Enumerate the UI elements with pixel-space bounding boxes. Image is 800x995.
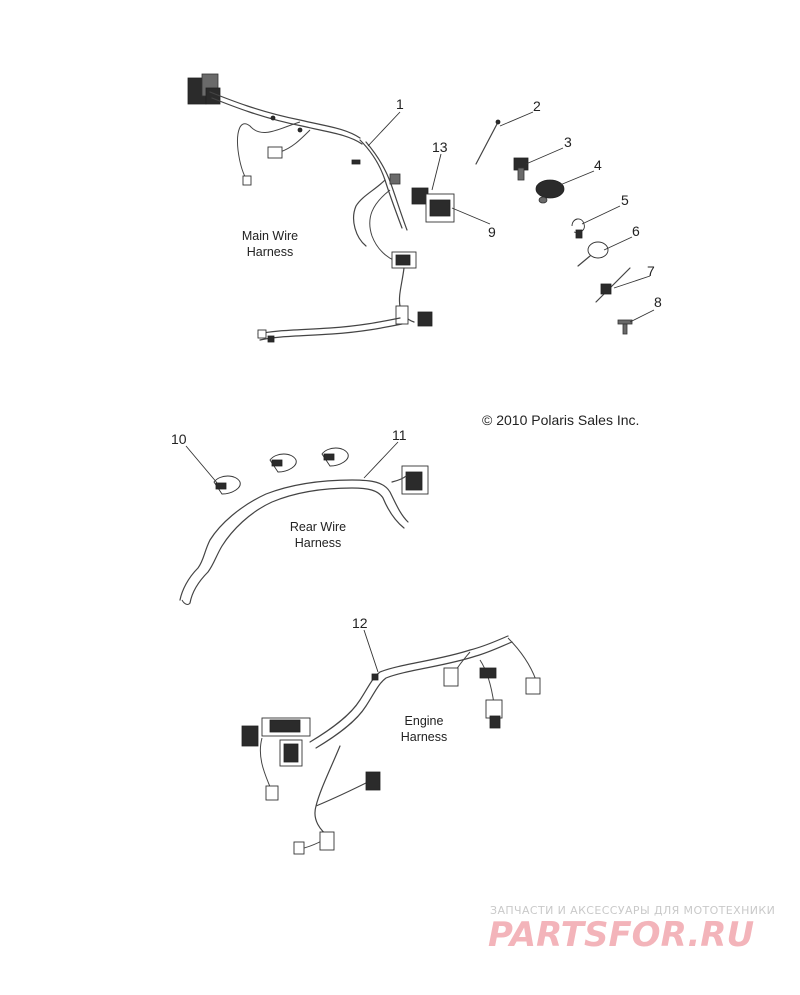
callout-3: 3 xyxy=(564,134,572,150)
callout-7: 7 xyxy=(647,263,655,279)
watermark-tagline: ЗАПЧАСТИ И АКСЕССУАРЫ ДЛЯ МОТОТЕХНИКИ xyxy=(490,904,775,917)
callout-5: 5 xyxy=(621,192,629,208)
leader-lines xyxy=(185,111,655,673)
watermark-brand: PARTSFOR.RU xyxy=(488,915,754,955)
callout-10: 10 xyxy=(171,431,187,447)
rear-harness-label-line2: Harness xyxy=(295,536,342,550)
engine-harness xyxy=(241,635,541,855)
harness-labels: Main Wire Harness Rear Wire Harness Engi… xyxy=(242,229,447,744)
engine-harness-label-line1: Engine xyxy=(405,714,444,728)
copyright-notice: © 2010 Polaris Sales Inc. xyxy=(482,412,639,428)
main-wire-harness xyxy=(187,73,455,343)
small-parts xyxy=(475,119,633,335)
watermark: ЗАПЧАСТИ И АКСЕССУАРЫ ДЛЯ МОТОТЕХНИКИ PA… xyxy=(488,904,775,955)
main-harness-label-line1: Main Wire xyxy=(242,229,298,243)
main-harness-label-line2: Harness xyxy=(247,245,294,259)
callout-4: 4 xyxy=(594,157,602,173)
callout-1: 1 xyxy=(396,96,404,112)
callout-2: 2 xyxy=(533,98,541,114)
callout-11: 11 xyxy=(392,427,407,443)
rear-wire-harness xyxy=(179,447,429,605)
callout-8: 8 xyxy=(654,294,662,310)
callout-numbers: 1 2 3 4 5 6 7 8 9 10 11 12 13 xyxy=(171,96,662,631)
callout-12: 12 xyxy=(352,615,368,631)
rear-harness-label-line1: Rear Wire xyxy=(290,520,346,534)
callout-6: 6 xyxy=(632,223,640,239)
callout-13: 13 xyxy=(432,139,448,155)
engine-harness-label-line2: Harness xyxy=(401,730,448,744)
callout-9: 9 xyxy=(488,224,496,240)
